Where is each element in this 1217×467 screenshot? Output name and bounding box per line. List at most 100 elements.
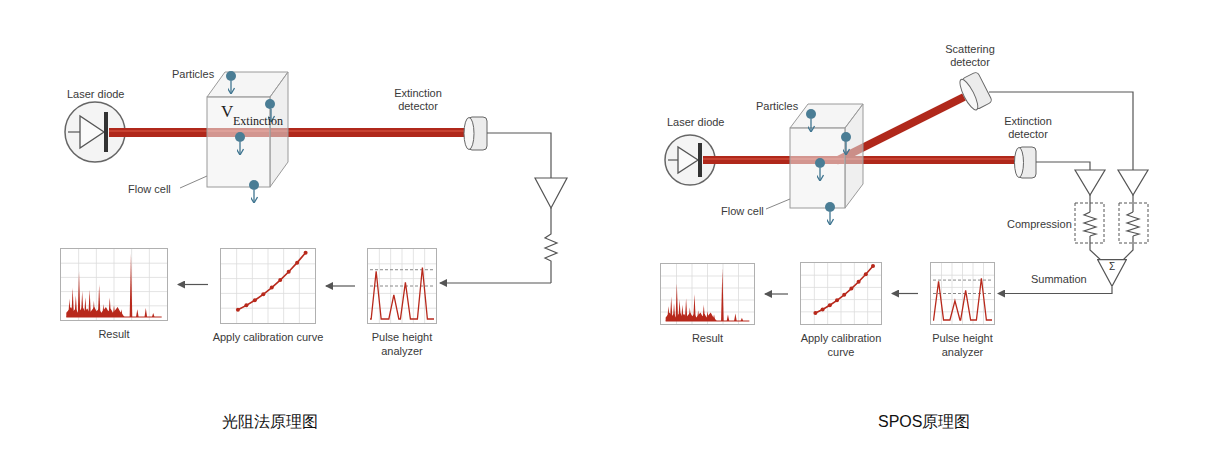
panel-caption: Apply calibration curve <box>788 331 894 359</box>
calibration-point <box>857 280 861 284</box>
grid-line <box>661 276 754 277</box>
histogram-baseline <box>66 317 161 318</box>
histogram-spike <box>667 306 670 321</box>
histogram-spike <box>136 309 139 317</box>
histogram-spike <box>734 313 737 321</box>
chart-plot <box>931 263 994 324</box>
flow-arrow <box>326 285 355 286</box>
panel-caption: Result <box>648 331 767 345</box>
histogram-spike <box>78 272 81 318</box>
chart-frame <box>660 263 755 325</box>
histogram-spike <box>706 311 709 321</box>
calibration-point <box>864 272 868 276</box>
grid-line <box>801 311 881 312</box>
calibration-point <box>849 287 853 291</box>
flow-cell <box>207 72 288 187</box>
caption: SPOS原理图 <box>878 412 970 432</box>
histogram-spike <box>678 299 681 321</box>
flow-cell <box>790 104 863 208</box>
histogram-spike <box>702 305 705 321</box>
amplifier-symbol <box>1075 170 1105 195</box>
symbol-label: V <box>221 102 233 122</box>
grid-line <box>114 249 115 320</box>
calibration-curve <box>238 253 306 310</box>
calibration-point <box>287 270 291 274</box>
chart-panel: Result <box>660 263 755 345</box>
grid-line <box>96 249 97 320</box>
part-label: Laser diode <box>667 116 725 129</box>
grid-line <box>941 263 942 324</box>
grid-line <box>221 263 315 264</box>
chart-plot <box>801 263 881 324</box>
pulse-trace <box>933 278 992 320</box>
calibration-point <box>813 311 817 315</box>
summation-amplifier: Σ <box>1097 259 1127 287</box>
calibration-point <box>278 278 282 282</box>
calibration-point <box>261 292 265 296</box>
particles <box>226 71 275 202</box>
grid-line <box>368 263 436 264</box>
summation-symbol: Σ <box>1097 261 1127 273</box>
amplifier-symbol <box>535 178 567 208</box>
histogram-spike <box>697 310 700 321</box>
grid-line <box>283 249 284 323</box>
calibration-point <box>236 308 240 312</box>
scattering-detector <box>957 71 993 112</box>
resistor-symbol <box>1084 212 1096 236</box>
histogram-spike <box>145 308 148 317</box>
calibration-point <box>304 251 308 255</box>
grid-line <box>236 249 237 323</box>
grid-line <box>801 287 881 288</box>
part-label: Compression <box>1007 218 1072 231</box>
part-label: Extinction detector <box>388 87 448 113</box>
calibration-point <box>828 303 832 307</box>
leader-line <box>180 176 207 188</box>
resistor-symbol <box>545 208 557 283</box>
grid-line <box>738 264 739 324</box>
caption: 光阻法原理图 <box>222 412 318 432</box>
histogram-spike <box>102 304 105 317</box>
part-label: Flow cell <box>721 205 764 218</box>
grid-line <box>61 263 167 264</box>
chart-panel: Apply calibration curve <box>220 248 316 344</box>
grid-line <box>61 277 167 278</box>
grid-line <box>841 263 842 324</box>
histogram-spike <box>681 305 684 321</box>
grid-line <box>827 263 828 324</box>
chart-frame <box>367 248 437 324</box>
flow-arrow <box>998 287 1112 294</box>
threshold-line <box>370 269 434 270</box>
signal-wires <box>989 92 1133 262</box>
calibration-point <box>270 286 274 290</box>
grid-line <box>221 278 315 279</box>
grid-line <box>661 288 754 289</box>
compression-box <box>1075 203 1104 243</box>
grid-line <box>801 299 881 300</box>
amplifier-symbol <box>1118 170 1148 195</box>
calibration-point <box>835 298 839 302</box>
histogram-spike <box>84 298 87 318</box>
triangle-shape <box>1098 260 1127 287</box>
calibration-point <box>253 298 257 302</box>
pulse-trace <box>370 268 434 320</box>
grid-line <box>221 308 315 309</box>
grid-line <box>661 300 754 301</box>
chart-plot <box>368 249 436 323</box>
grid-line <box>379 249 380 323</box>
part-label: Particles <box>172 68 214 81</box>
histogram-spike <box>81 291 84 317</box>
grid-line <box>221 293 315 294</box>
grid-line <box>931 275 994 276</box>
histogram-spike <box>88 290 91 317</box>
extinction-detector <box>464 117 487 150</box>
histogram-spike <box>727 315 730 321</box>
signal-wire <box>487 133 551 178</box>
histogram-spike <box>108 298 111 318</box>
histogram-spike <box>120 309 123 317</box>
grid-line <box>692 264 693 324</box>
chart-frame <box>930 262 995 325</box>
histogram-spike <box>93 301 96 317</box>
histogram-spike <box>670 297 673 321</box>
compression-box <box>1119 203 1148 243</box>
calibration-point <box>871 264 875 268</box>
